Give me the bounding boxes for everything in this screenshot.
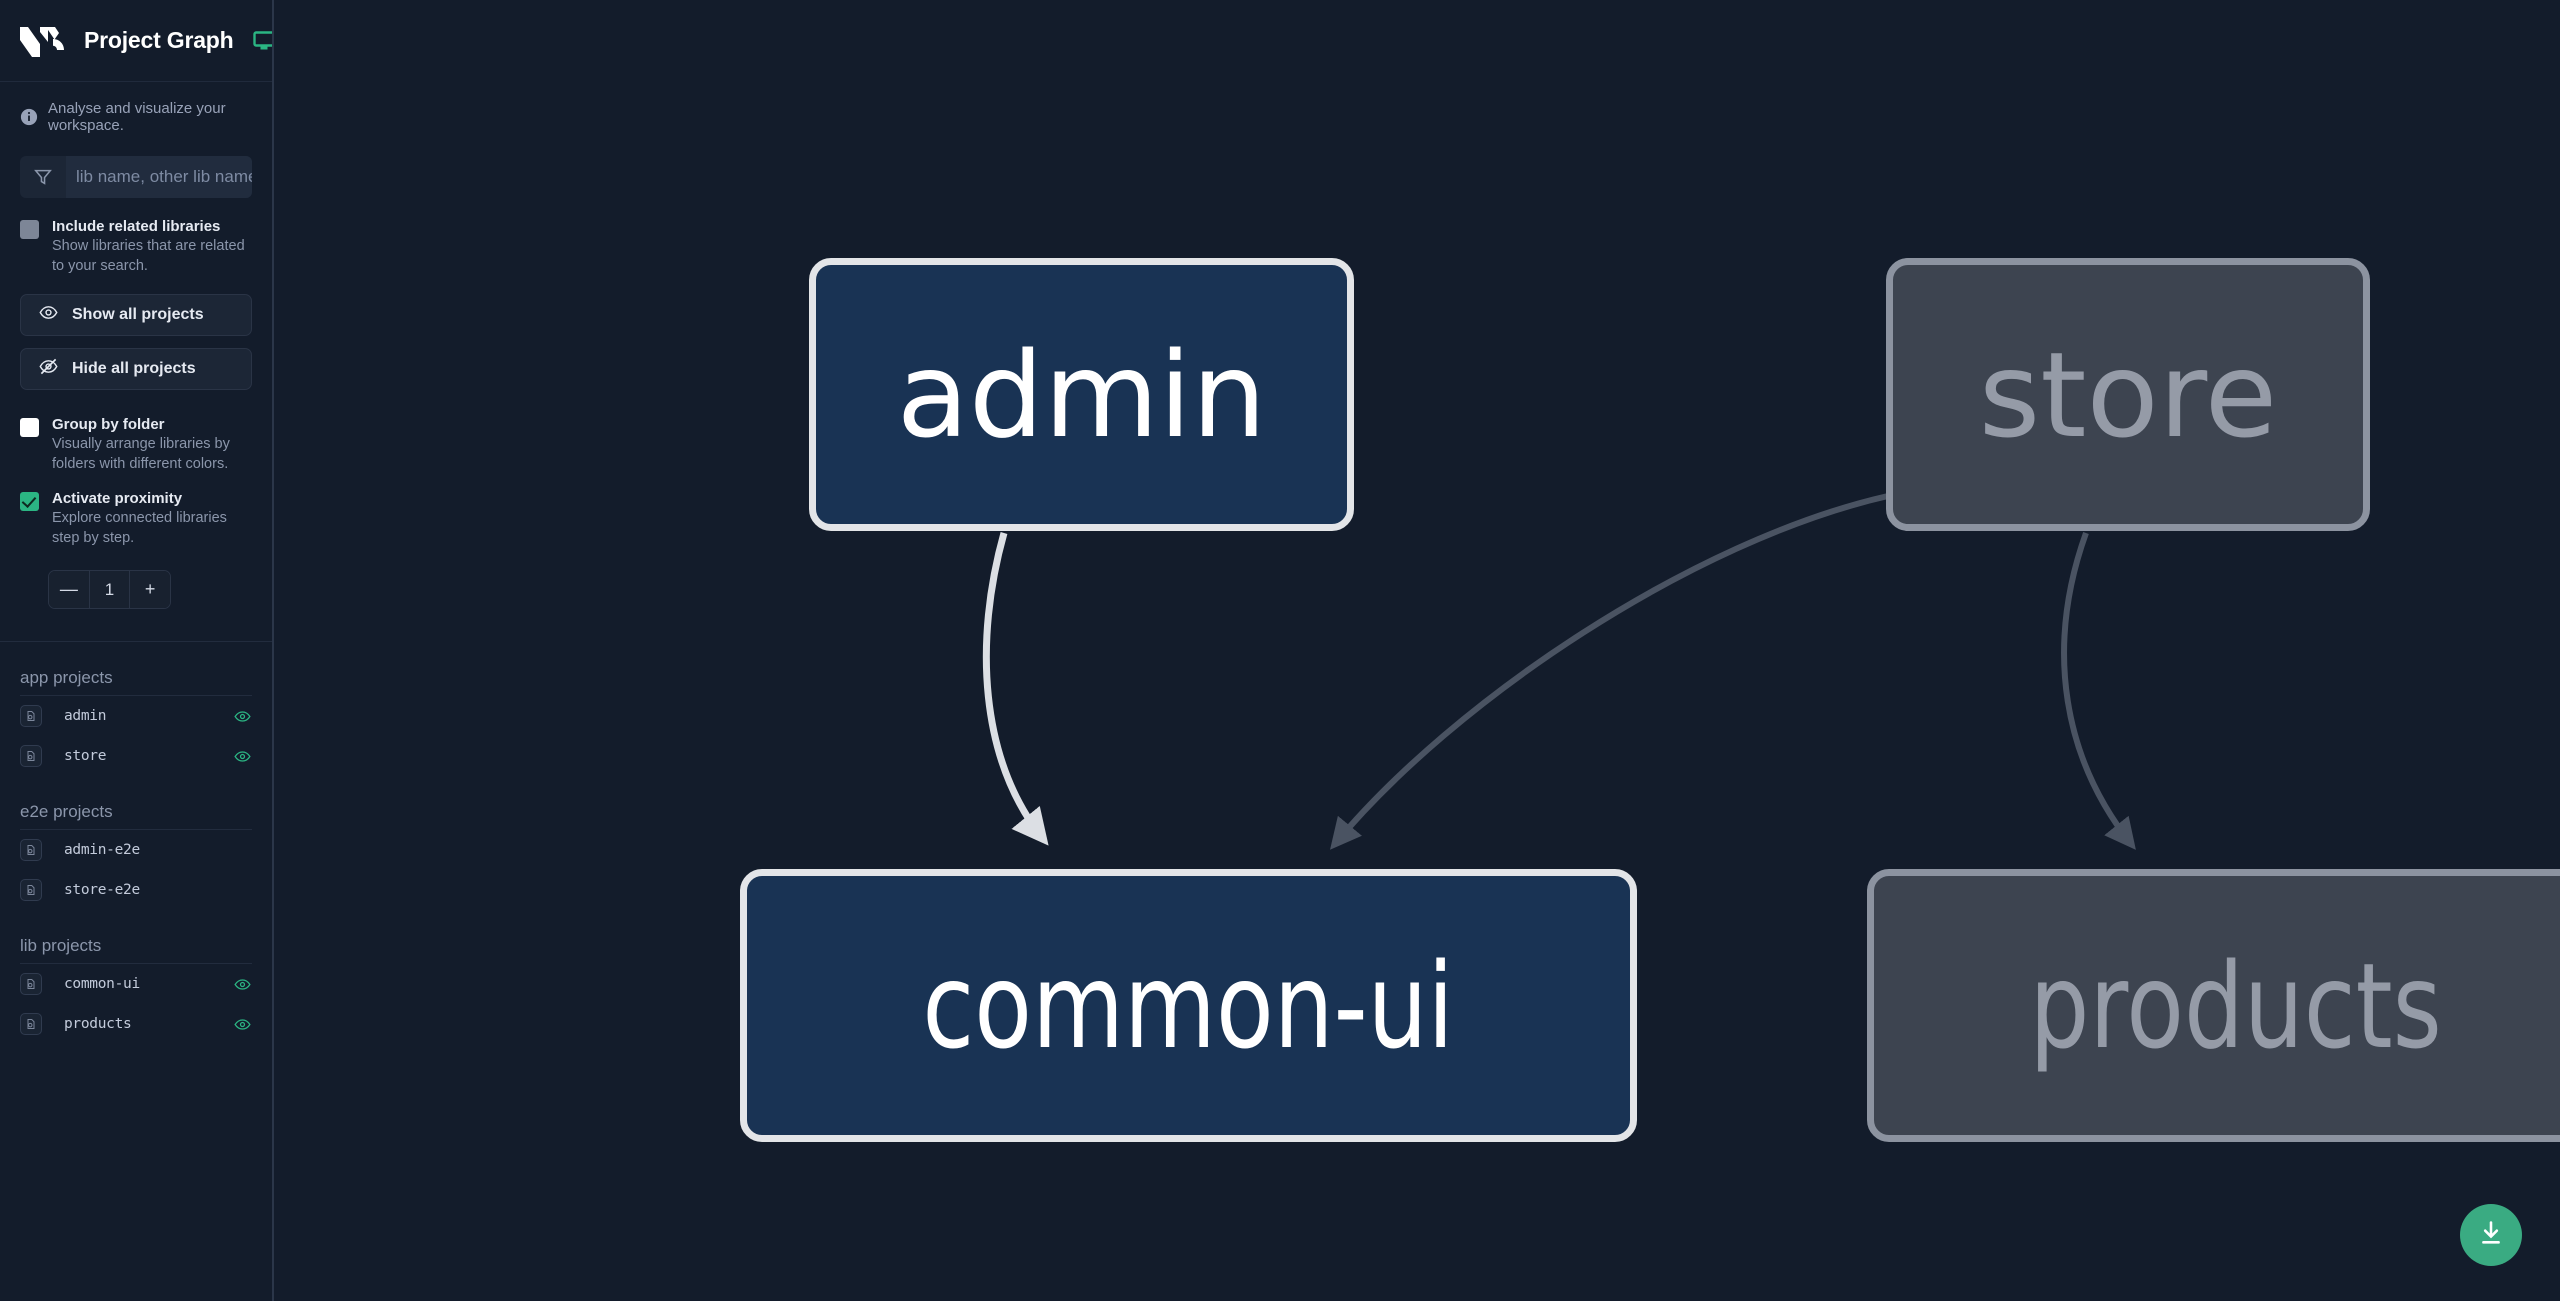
project-row-admin-e2e[interactable]: admin-e2e: [0, 830, 272, 870]
group-title-e2e-projects: e2e projects: [20, 802, 113, 821]
project-row-products[interactable]: products: [0, 1004, 272, 1044]
project-row-admin[interactable]: admin: [0, 696, 272, 736]
eye-icon: [39, 303, 58, 327]
graph-node-label: admin: [896, 325, 1267, 464]
option-description: Show libraries that are related to your …: [52, 238, 245, 274]
show-all-projects-button[interactable]: Show all projects: [20, 294, 252, 336]
project-name: common-ui: [64, 976, 140, 992]
option-group-by-folder[interactable]: Group by folder Visually arrange librari…: [0, 416, 272, 474]
include-related-libraries-checkbox[interactable]: [20, 220, 39, 239]
download-graph-button[interactable]: [2460, 1204, 2522, 1266]
project-row-common-ui[interactable]: common-ui: [0, 964, 272, 1004]
project-row-store-e2e[interactable]: store-e2e: [0, 870, 272, 910]
project-icon: [20, 705, 42, 727]
sidebar-tagline: Analyse and visualize your workspace.: [0, 82, 272, 134]
proximity-increment-button[interactable]: +: [130, 571, 170, 608]
graph-node-label: store: [1978, 325, 2278, 464]
project-name: products: [64, 1016, 132, 1032]
activate-proximity-checkbox[interactable]: [20, 492, 39, 511]
graph-node-admin[interactable]: admin: [809, 258, 1354, 531]
option-label: Group by folder: [52, 416, 165, 433]
search-input[interactable]: [66, 156, 252, 198]
group-rule: [20, 695, 252, 696]
funnel-icon: [20, 167, 66, 187]
graph-node-products[interactable]: products: [1867, 869, 2560, 1142]
option-description: Visually arrange libraries by folders wi…: [52, 436, 230, 472]
project-visibility-toggle-admin[interactable]: [232, 708, 252, 725]
search-container: [20, 156, 252, 198]
project-icon: [20, 839, 42, 861]
hide-all-projects-button[interactable]: Hide all projects: [20, 348, 252, 390]
proximity-decrement-button[interactable]: —: [49, 571, 89, 608]
graph-canvas[interactable]: admin store common-ui products: [274, 0, 2560, 1301]
edge-admin-to-common-ui: [982, 532, 1049, 846]
group-title-app-projects: app projects: [20, 668, 113, 687]
sidebar-header: Project Graph: [0, 0, 272, 82]
hide-all-projects-label: Hide all projects: [72, 360, 196, 377]
project-icon: [20, 745, 42, 767]
graph-node-label: products: [2029, 936, 2442, 1075]
graph-edges: [982, 493, 2136, 850]
project-visibility-toggle-products[interactable]: [232, 1016, 252, 1033]
project-icon: [20, 973, 42, 995]
monitor-icon[interactable]: [252, 29, 272, 53]
tagline-text: Analyse and visualize your workspace.: [48, 100, 226, 134]
project-row-store[interactable]: store: [0, 736, 272, 776]
group-title-lib-projects: lib projects: [20, 936, 102, 955]
group-rule: [20, 963, 252, 964]
info-icon: [20, 108, 38, 126]
group-rule: [20, 829, 252, 830]
proximity-value: 1: [88, 571, 131, 608]
group-by-folder-checkbox[interactable]: [20, 418, 39, 437]
proximity-stepper: — 1 +: [48, 570, 171, 609]
project-name: store-e2e: [64, 882, 140, 898]
graph-node-store[interactable]: store: [1886, 258, 2370, 531]
project-visibility-toggle-store[interactable]: [232, 748, 252, 765]
option-label: Include related libraries: [52, 218, 221, 235]
eye-off-icon: [39, 357, 58, 381]
graph-node-label: common-ui: [922, 936, 1455, 1075]
option-label: Activate proximity: [52, 490, 183, 507]
graph-node-common-ui[interactable]: common-ui: [740, 869, 1637, 1142]
project-visibility-toggle-common-ui[interactable]: [232, 976, 252, 993]
option-description: Explore connected libraries step by step…: [52, 510, 227, 546]
sidebar-divider: [0, 641, 272, 642]
option-include-related-libraries[interactable]: Include related libraries Show libraries…: [0, 218, 272, 276]
project-name: store: [64, 748, 107, 764]
project-icon: [20, 1013, 42, 1035]
nx-logo-icon: [16, 19, 68, 63]
download-icon: [2477, 1219, 2505, 1252]
option-activate-proximity[interactable]: Activate proximity Explore connected lib…: [0, 490, 272, 548]
sidebar: Project Graph Analyse and visualize your…: [0, 0, 274, 1301]
project-name: admin-e2e: [64, 842, 140, 858]
show-all-projects-label: Show all projects: [72, 306, 204, 323]
page-title: Project Graph: [84, 27, 234, 53]
edge-store-to-common-ui: [1330, 493, 1889, 850]
project-name: admin: [64, 708, 107, 724]
project-icon: [20, 879, 42, 901]
edge-store-to-products: [2061, 531, 2136, 850]
